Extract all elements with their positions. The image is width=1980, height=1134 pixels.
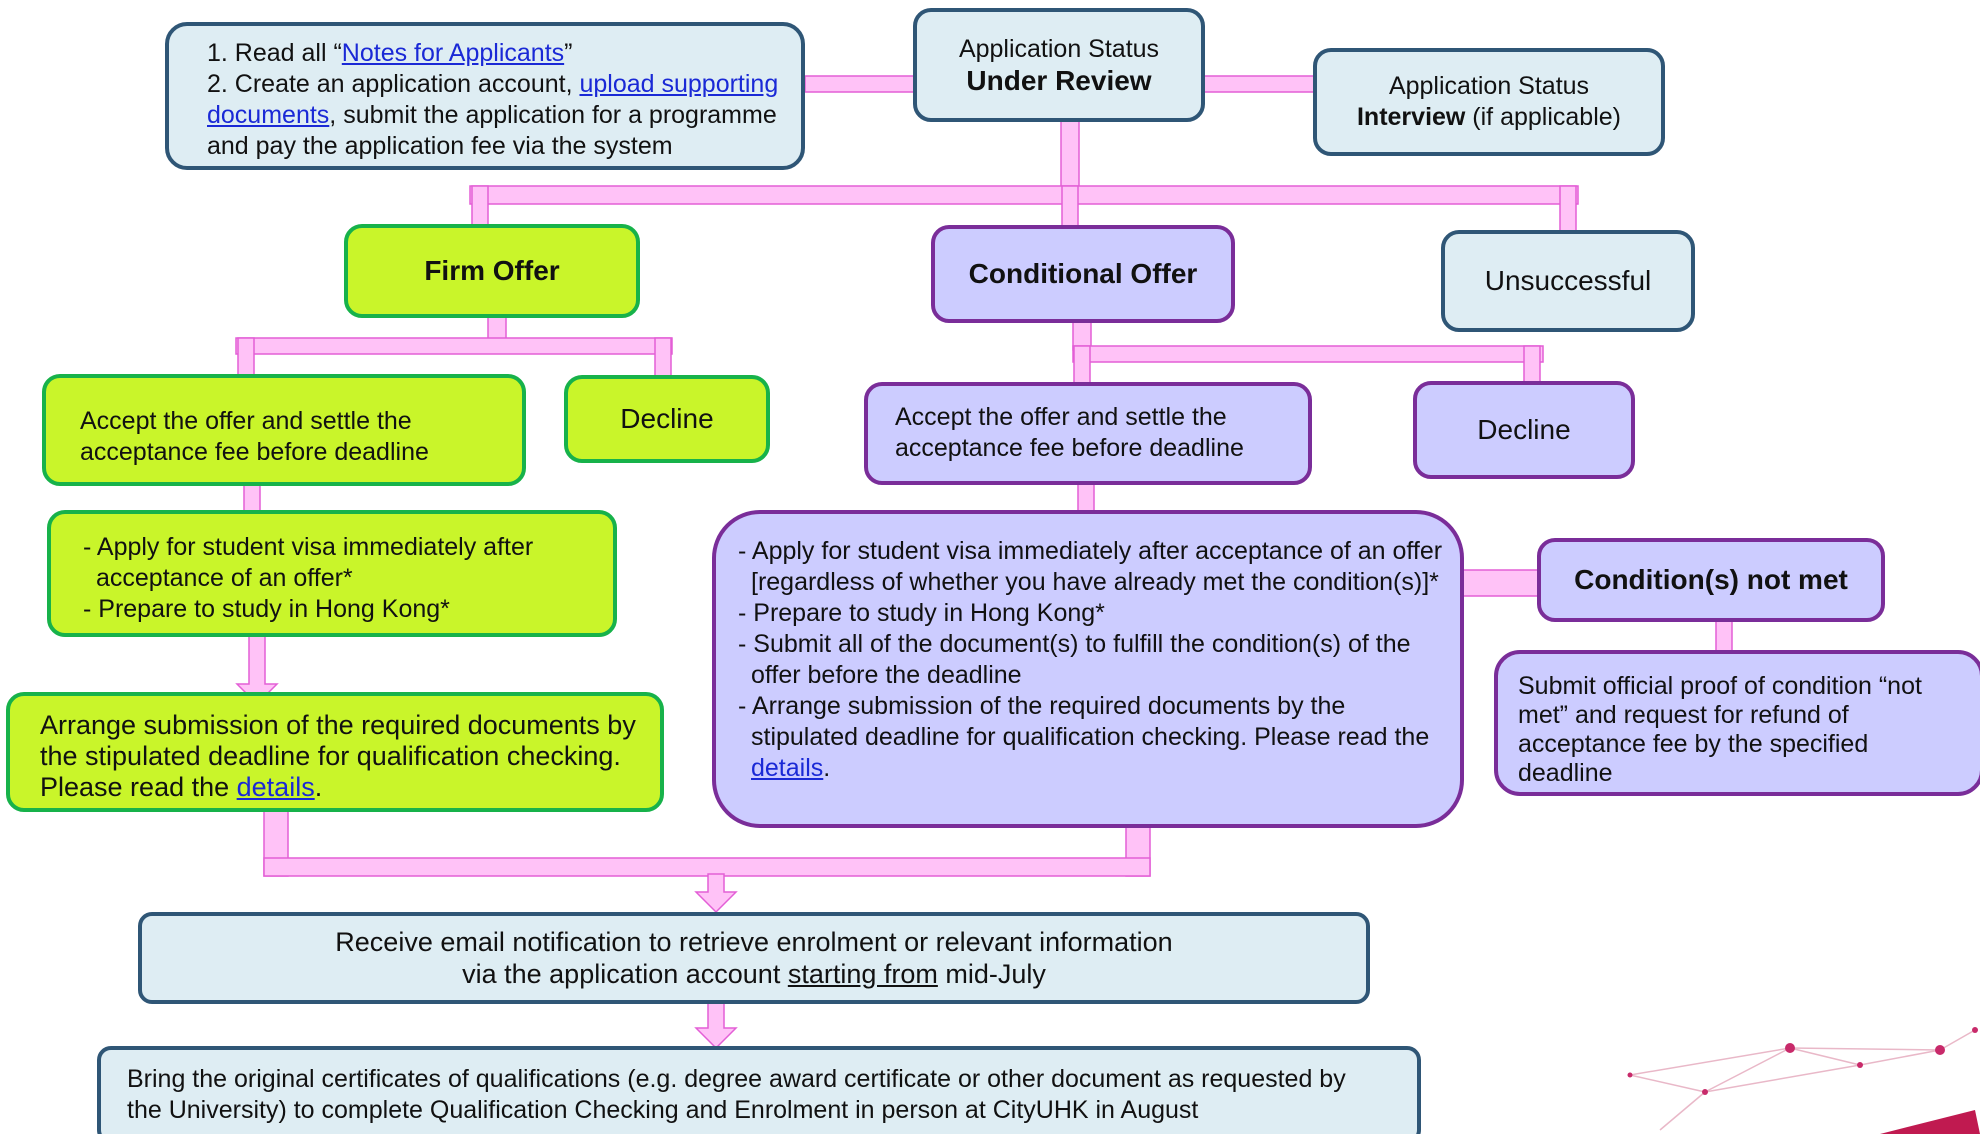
arrow-to-email-notification (694, 873, 738, 914)
condition-not-met-box: Condition(s) not met (1537, 538, 1885, 622)
conditional-offer-box: Conditional Offer (931, 225, 1235, 323)
email-notification-box: Receive email notification to retrieve e… (138, 912, 1370, 1004)
status-under-review-box: Application Status Under Review (913, 8, 1205, 122)
email-line-1: Receive email notification to retrieve e… (335, 927, 1173, 957)
firm-visa-box: - Apply for student visa immediately aft… (47, 510, 617, 637)
conditional-tasks-box: - Apply for student visa immediately aft… (712, 510, 1464, 828)
conditional-task-item: - Submit all of the document(s) to fulfi… (738, 630, 1411, 689)
firm-accept-box: Accept the offer and settle the acceptan… (42, 374, 526, 486)
notes-for-applicants-link[interactable]: Notes for Applicants (341, 39, 565, 67)
conditional-decline-box: Decline (1413, 381, 1635, 479)
qualification-checking-box: Bring the original certificates of quali… (97, 1046, 1421, 1134)
firm-visa-item: - Prepare to study in Hong Kong* (83, 595, 450, 623)
status-interview-box: Application Status Interview (if applica… (1313, 48, 1665, 156)
conditional-task-item: - Arrange submission of the required doc… (738, 692, 1430, 782)
conditional-task-item: - Apply for student visa immediately aft… (738, 537, 1443, 596)
firm-visa-item: - Apply for student visa immediately aft… (83, 533, 534, 592)
upload-supporting-documents-link[interactable]: upload supporting documents (207, 70, 779, 129)
status-label: Application Status (958, 34, 1160, 63)
connector-firm-branch (235, 337, 673, 355)
status-label: Application Status (1388, 72, 1590, 100)
firm-documents-box: Arrange submission of the required docum… (6, 692, 664, 812)
step-1: 1. Read all “Notes for Applicants” (207, 39, 573, 67)
email-line-2: via the application account starting fro… (462, 959, 1046, 989)
conditional-task-item: - Prepare to study in Hong Kong* (738, 599, 1105, 627)
application-steps-box: 1. Read all “Notes for Applicants” 2. Cr… (165, 22, 805, 170)
connector-offer-branch (469, 185, 1579, 205)
firm-offer-box: Firm Offer (344, 224, 640, 318)
firm-decline-box: Decline (564, 375, 770, 463)
conditional-details-link[interactable]: details (751, 754, 824, 782)
unsuccessful-box: Unsuccessful (1441, 230, 1695, 332)
step-2: 2. Create an application account, upload… (207, 70, 779, 160)
firm-details-link[interactable]: details (236, 772, 315, 802)
connector-conditional-branch (1072, 345, 1544, 363)
connector-merge-bar (263, 857, 1151, 877)
status-value: Interview (if applicable) (1356, 103, 1621, 131)
status-value: Under Review (966, 64, 1152, 96)
arrow-to-qualification-checking (694, 1002, 738, 1050)
conditional-accept-box: Accept the offer and settle the acceptan… (864, 382, 1312, 485)
refund-request-box: Submit official proof of condition “not … (1494, 650, 1980, 796)
